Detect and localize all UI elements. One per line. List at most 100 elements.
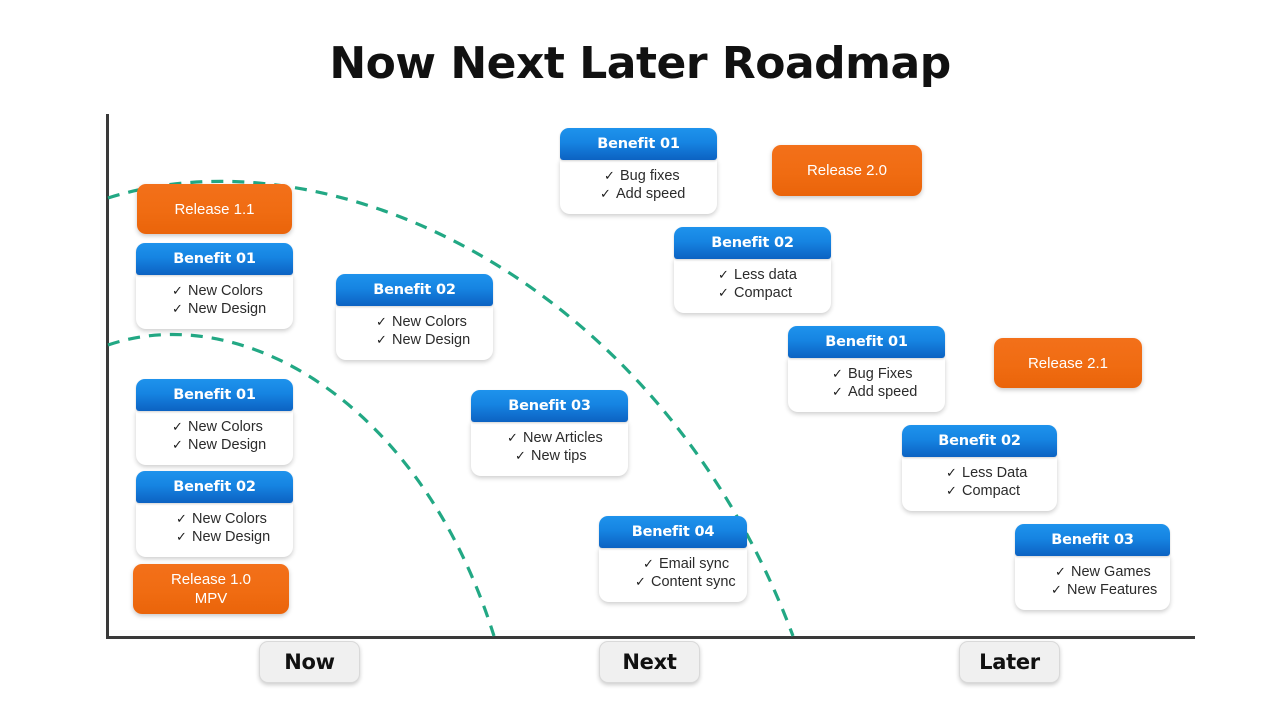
check-icon: ✓ [600,186,611,201]
card-header: Benefit 01 [560,128,717,160]
check-icon: ✓ [946,465,957,480]
benefit-card-later-benefit-01[interactable]: Benefit 01 ✓Bug Fixes ✓ Add speed [788,326,945,412]
benefit-card-later-benefit-03[interactable]: Benefit 03 ✓New Games ✓New Features [1015,524,1170,610]
benefit-item: ✓ New Features [1015,581,1170,599]
card-header: Benefit 03 [471,390,628,422]
benefit-card-now-benefit-01[interactable]: Benefit 01 ✓ New Colors ✓ New Design [136,243,293,329]
check-icon: ✓ [832,384,843,399]
benefit-item-label: New Design [192,529,271,545]
card-header: Benefit 04 [599,516,747,548]
card-body: ✓Bug Fixes ✓ Add speed [788,357,945,412]
release-line-1: Release 1.1 [174,200,255,218]
benefit-item: ✓ New Colors [136,418,293,436]
benefit-card-next-benefit-02[interactable]: Benefit 02 ✓New Colors ✓New Design [336,274,493,360]
benefit-item-label: Content sync [651,574,736,590]
benefit-item-label: New Design [188,301,267,317]
benefit-item: ✓Less Data [902,464,1057,482]
phase-button-next[interactable]: Next [599,641,700,683]
benefit-item-label: New Colors [392,314,467,330]
benefit-item: ✓ New Colors [336,313,493,331]
benefit-card-now-benefit-02[interactable]: Benefit 02 ✓New Colors ✓ New Design [136,471,293,557]
benefit-item: ✓ Compact [902,482,1057,500]
benefit-item: ✓ New Colors [136,282,293,300]
benefit-item-label: New tips [531,448,587,464]
check-icon: ✓ [172,283,183,298]
card-header: Benefit 01 [788,326,945,358]
benefit-card-next-benefit-03[interactable]: Benefit 03 ✓ New Articles ✓ New tips [471,390,628,476]
benefit-item: ✓New Colors [136,510,293,528]
benefit-item-label: Add speed [848,384,918,400]
check-icon: ✓ [718,267,729,282]
check-icon: ✓ [172,301,183,316]
benefit-item-label: Less data [734,267,797,283]
benefit-item: ✓ Add speed [788,383,945,401]
card-body: ✓ New Colors ✓ New Design [136,410,293,465]
phase-button-later[interactable]: Later [959,641,1060,683]
check-icon: ✓ [1051,582,1062,597]
benefit-item-label: Compact [962,483,1021,499]
benefit-item-label: New Colors [188,419,263,435]
release-line-1: Release 2.0 [806,162,888,179]
phase-button-now[interactable]: Now [259,641,360,683]
benefit-item: ✓ New Design [136,436,293,454]
card-body: ✓ New Articles ✓ New tips [471,421,628,476]
horizontal-axis [106,636,1195,639]
release-card-release-2-1[interactable]: Release 2.1 [994,338,1142,388]
card-body: ✓New Games ✓New Features [1015,555,1170,610]
benefit-item: ✓Email sync [599,555,747,573]
card-header: Benefit 01 [136,379,293,411]
benefit-item-label: New Colors [188,283,263,299]
benefit-item: ✓New Games [1015,563,1170,581]
check-icon: ✓ [176,529,187,544]
check-icon: ✓ [946,483,957,498]
card-body: ✓New Colors ✓ New Design [136,502,293,557]
release-line-1: Release 2.1 [1027,354,1109,372]
benefit-item: ✓Add speed [560,185,717,203]
check-icon: ✓ [507,430,518,445]
page-title: Now Next Later Roadmap [329,38,951,89]
card-header: Benefit 02 [336,274,493,306]
card-body: ✓Email sync ✓ Content sync [599,547,747,602]
benefit-card-now-benefit-01-b[interactable]: Benefit 01 ✓ New Colors ✓ New Design [136,379,293,465]
card-header: Benefit 02 [136,471,293,503]
benefit-item-label: Bug Fixes [848,366,913,382]
benefit-item: ✓ New Design [136,528,293,546]
phase-label: Now [284,650,335,674]
check-icon: ✓ [718,285,729,300]
card-header: Benefit 02 [902,425,1057,457]
release-card-release-1-0[interactable]: Release 1.0 MPV [133,564,289,614]
benefit-item: ✓ Bug fixes [560,167,717,185]
card-body: ✓ Less data ✓ Compact [674,258,831,313]
benefit-card-next-benefit-04[interactable]: Benefit 04 ✓Email sync ✓ Content sync [599,516,747,602]
phase-label: Later [979,650,1040,674]
benefit-card-later-benefit-02[interactable]: Benefit 02 ✓ Less data ✓ Compact [674,227,831,313]
phase-label: Next [622,650,677,674]
card-body: ✓ Bug fixes ✓Add speed [560,159,717,214]
check-icon: ✓ [635,574,646,589]
card-header: Benefit 01 [136,243,293,275]
card-body: ✓ New Colors ✓ New Design [136,274,293,329]
release-line-2: MPV [194,590,228,607]
check-icon: ✓ [172,437,183,452]
benefit-item-label: New Articles [523,430,603,446]
check-icon: ✓ [1055,564,1066,579]
benefit-item: ✓ Content sync [599,573,747,591]
benefit-card-next-benefit-01[interactable]: Benefit 01 ✓ Bug fixes ✓Add speed [560,128,717,214]
check-icon: ✓ [515,448,526,463]
release-card-release-2-0[interactable]: Release 2.0 [772,145,922,196]
check-icon: ✓ [604,168,615,183]
check-icon: ✓ [376,314,387,329]
card-header: Benefit 02 [674,227,831,259]
benefit-item-label: Compact [734,285,793,301]
benefit-item-label: Email sync [659,556,730,572]
check-icon: ✓ [176,511,187,526]
check-icon: ✓ [172,419,183,434]
benefit-item-label: New Design [188,437,267,453]
benefit-item: ✓Bug Fixes [788,365,945,383]
benefit-item-label: New Features [1067,582,1158,598]
benefit-card-later-benefit-02-b[interactable]: Benefit 02 ✓Less Data ✓ Compact [902,425,1057,511]
benefit-item-label: Bug fixes [620,168,680,184]
release-card-release-1-1[interactable]: Release 1.1 [137,184,292,234]
vertical-axis [106,114,109,639]
